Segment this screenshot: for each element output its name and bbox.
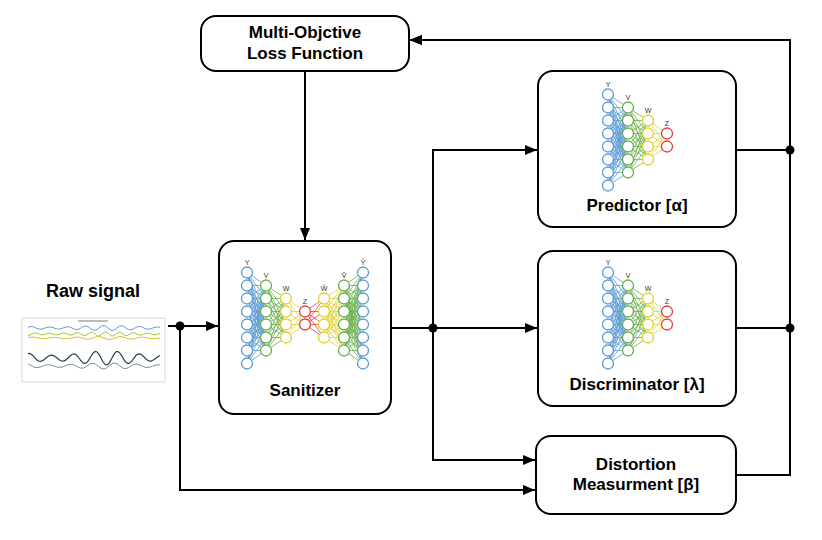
- flow-arrow: [392, 327, 537, 329]
- signal-trace: [28, 326, 160, 331]
- thumbnail-title-bar: [78, 320, 108, 322]
- layer-letter: Ŷ: [361, 259, 366, 266]
- layer-letter: Z: [665, 120, 669, 127]
- layer-letter: W: [645, 107, 652, 114]
- distortion-box: Distortion Measurment [β]: [535, 435, 737, 515]
- layer-letter: V: [626, 272, 631, 279]
- junction-dot: [429, 324, 438, 333]
- sanitizer-box: Sanitizer: [218, 240, 392, 415]
- raw-signal-thumbnail: [22, 318, 165, 382]
- input-signal: Raw signal: [18, 281, 168, 385]
- layer-letter: V̂: [342, 272, 347, 279]
- layer-letter: V: [626, 94, 631, 101]
- node-label: Discriminator [λ]: [569, 375, 704, 395]
- predictor-box: Predictor [α]: [537, 70, 737, 228]
- junction-dot: [786, 146, 795, 155]
- layer-letter: W: [645, 285, 652, 292]
- layer-letter: W: [283, 285, 290, 292]
- flow-arrow: [410, 40, 790, 475]
- layer-letter: Y: [606, 259, 611, 266]
- discriminator-box: Discriminator [λ]: [537, 250, 737, 407]
- junction-dot: [176, 322, 185, 331]
- signal-trace: [28, 363, 160, 369]
- thumbnail-frame: [22, 318, 165, 382]
- junction-dot: [786, 324, 795, 333]
- layer-letter: Ŵ: [321, 285, 328, 292]
- node-label: Raw signal: [46, 281, 140, 303]
- layer-letter: Y: [606, 81, 611, 88]
- signal-trace: [28, 332, 160, 336]
- node-label: Distortion Measurment [β]: [566, 455, 706, 496]
- layer-letter: Z: [303, 298, 307, 305]
- node-label: Sanitizer: [270, 381, 341, 401]
- node-label: Predictor [α]: [586, 196, 687, 216]
- signal-trace: [28, 337, 160, 340]
- layer-letter: Y: [245, 259, 250, 266]
- flow-arrow: [304, 72, 306, 240]
- connectors: [168, 40, 790, 490]
- signal-trace: [28, 351, 160, 364]
- flow-arrow: [392, 150, 537, 328]
- layer-letter: Z: [665, 298, 669, 305]
- loss-box: Multi-Objctive Loss Function: [200, 15, 410, 72]
- flow-arrow: [168, 325, 218, 327]
- node-label: Multi-Objctive Loss Function: [230, 23, 380, 64]
- flow-arrow: [392, 328, 535, 460]
- layer-letter: V: [264, 272, 269, 279]
